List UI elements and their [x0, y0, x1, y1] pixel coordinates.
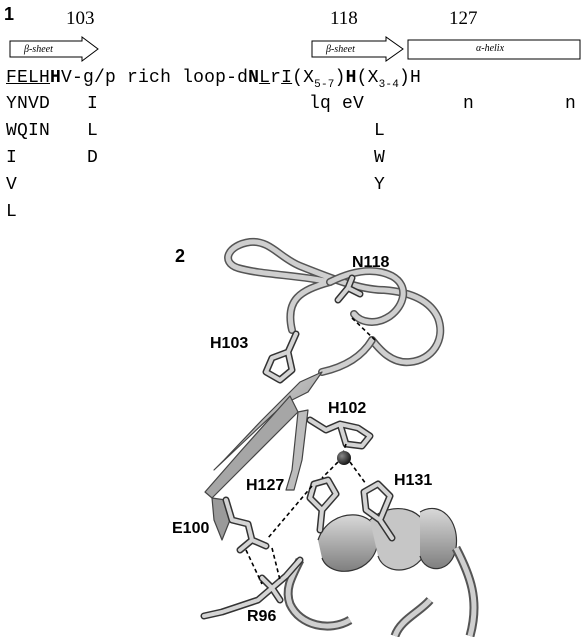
beta-sheet	[205, 372, 322, 540]
label-h102: H102	[328, 400, 366, 418]
label-n118: N118	[352, 254, 389, 272]
loop-coil	[228, 242, 440, 372]
label-r96: R96	[247, 608, 276, 626]
h103-side-chain	[266, 334, 296, 380]
label-h131: H131	[394, 472, 432, 490]
h102-side-chain	[310, 420, 370, 446]
e100-side-chain	[226, 500, 266, 550]
label-h103: H103	[210, 335, 248, 353]
label-h127: H127	[246, 477, 284, 495]
label-e100: E100	[172, 520, 209, 538]
metal-ion	[337, 451, 351, 465]
